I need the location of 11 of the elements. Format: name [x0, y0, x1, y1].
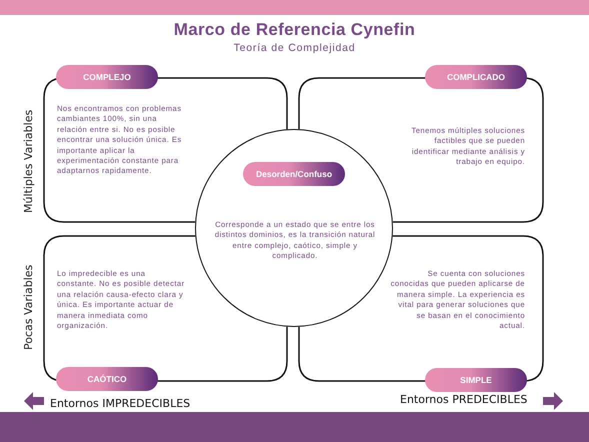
title: Marco de Referencia Cynefin	[172, 20, 416, 40]
subtitle: Teoría de Complejidad	[232, 42, 356, 54]
domain-tag: COMPLEJO	[56, 65, 158, 89]
axis-label: Entornos PREDECIBLES	[400, 393, 528, 406]
domain-tag: SIMPLE	[425, 368, 527, 392]
axis-label: Entornos IMPREDECIBLES	[50, 397, 190, 410]
axis-label: Pocas Variables	[22, 264, 35, 350]
domain-tag: CAÓTICO	[56, 367, 158, 391]
domain-circle	[195, 129, 393, 327]
domain-tag: COMPLICADO	[425, 65, 527, 89]
axis-label: Múltiples Variables	[22, 110, 35, 213]
